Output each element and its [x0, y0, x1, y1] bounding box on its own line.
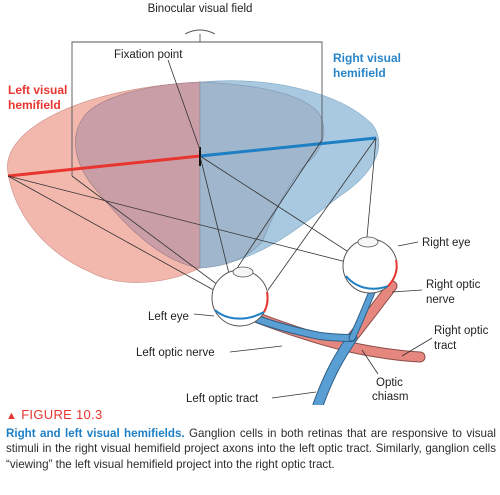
left-optic-tract-label: Left optic tract — [186, 393, 259, 405]
leader-lines — [193, 241, 433, 399]
left-eye-label: Left eye — [148, 311, 189, 323]
right-eye-label: Right eye — [422, 237, 471, 249]
optic-chiasm-label: Optic chiasm — [372, 377, 408, 403]
caption-title: Right and left visual hemifields. — [6, 427, 185, 440]
figure-caption: ▲FIGURE 10.3 Right and left visual hemif… — [6, 407, 496, 472]
fixation-point-label: Fixation point — [114, 49, 183, 61]
right-meridian-line — [199, 136, 377, 158]
right-hemifield-label: Right visual hemifield — [333, 51, 404, 80]
optic-pathways — [236, 280, 426, 405]
left-optic-nerve-label: Left optic nerve — [136, 347, 215, 359]
left-meridian-line — [7, 154, 201, 178]
binocular-overlap-right — [199, 81, 325, 269]
left-hemifield-label: Left visual hemifield — [8, 83, 71, 112]
right-eye — [342, 236, 398, 294]
figure-number-text: FIGURE 10.3 — [21, 407, 103, 422]
triangle-icon: ▲ — [6, 410, 18, 422]
fixation-pointer — [167, 59, 201, 151]
caption-text: Right and left visual hemifields. Gangli… — [6, 426, 496, 472]
left-eye — [211, 266, 269, 327]
right-optic-nerve-label: Right optic nerve — [426, 279, 484, 306]
figure-number: ▲FIGURE 10.3 — [6, 407, 496, 424]
binocular-visual-field-label: Binocular visual field — [148, 3, 253, 15]
right-optic-tract-label: Right optic tract — [434, 325, 492, 352]
caption-body: Ganglion cells in both retinas that are … — [6, 427, 497, 471]
binocular-overlap-left — [75, 81, 201, 269]
visual-hemifields-diagram: Binocular visual field Fixation point Le… — [7, 3, 492, 405]
